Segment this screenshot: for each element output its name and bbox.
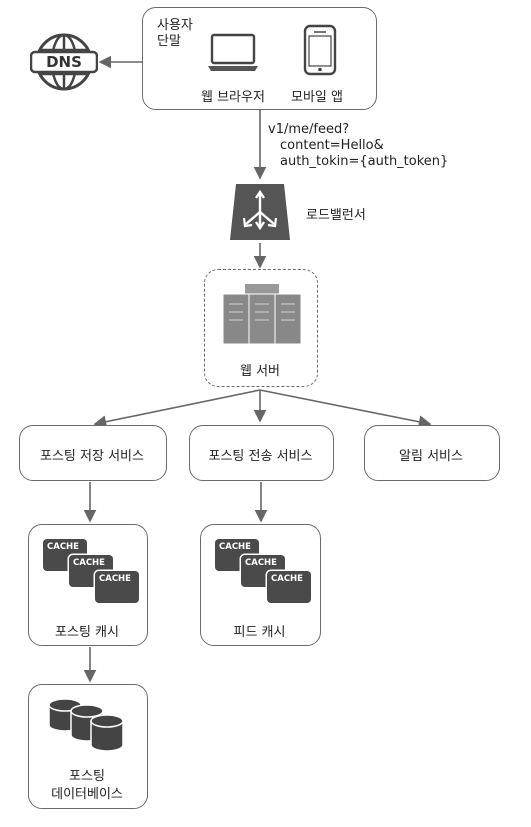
request-line-3: auth_tokin={auth_token}	[280, 154, 449, 169]
browser-label: 웹 브라우저	[201, 90, 265, 105]
server-rack-icon	[222, 284, 302, 345]
notification-service-box: 알림 서비스	[364, 425, 500, 481]
post-database-box: 포스팅 데이터베이스	[28, 684, 148, 809]
post-send-service-box: 포스팅 전송 서비스	[189, 425, 334, 481]
post-store-service-label: 포스팅 저장 서비스	[40, 449, 144, 464]
arrow-web-to-post-store	[93, 389, 261, 429]
feed-cache-label: 피드 캐시	[233, 625, 286, 640]
web-server-label: 웹 서버	[239, 364, 280, 379]
laptop-icon	[208, 33, 258, 71]
arrow-web-to-notification	[259, 389, 432, 429]
database-cylinders-icon	[48, 698, 124, 752]
cache-card-3: CACHE	[95, 571, 139, 603]
dns-label: DNS	[46, 53, 82, 71]
feed-cache-box: CACHE CACHE CACHE 피드 캐시	[200, 524, 321, 646]
request-line-2: content=Hello&	[280, 138, 384, 153]
post-cache-label: 포스팅 캐시	[55, 625, 119, 640]
request-text: v1/me/feed? content=Hello& auth_tokin={a…	[268, 122, 448, 170]
client-terminal-box: 사용자 단말 웹 브라우저 모바일 앱	[142, 7, 377, 110]
request-line-1: v1/me/feed?	[268, 122, 350, 137]
load-balancer-label: 로드밸런서	[306, 208, 366, 223]
dns-node: DNS	[29, 28, 99, 96]
mobile-phone-icon	[303, 24, 337, 76]
post-send-service-label: 포스팅 전송 서비스	[208, 449, 313, 464]
load-balancer-icon	[230, 184, 290, 240]
post-store-service-box: 포스팅 저장 서비스	[19, 425, 167, 481]
post-database-label-line1: 포스팅	[69, 769, 105, 784]
notification-service-label: 알림 서비스	[399, 449, 463, 464]
post-database-label-line2: 데이터베이스	[51, 787, 123, 802]
post-cache-box: CACHE CACHE CACHE 포스팅 캐시	[28, 524, 148, 646]
web-server-box: 웹 서버	[204, 269, 318, 387]
mobile-app-label: 모바일 앱	[291, 90, 343, 105]
client-title: 사용자 단말	[157, 18, 193, 49]
globe-icon	[29, 33, 99, 91]
cache-card-3: CACHE	[267, 571, 311, 603]
